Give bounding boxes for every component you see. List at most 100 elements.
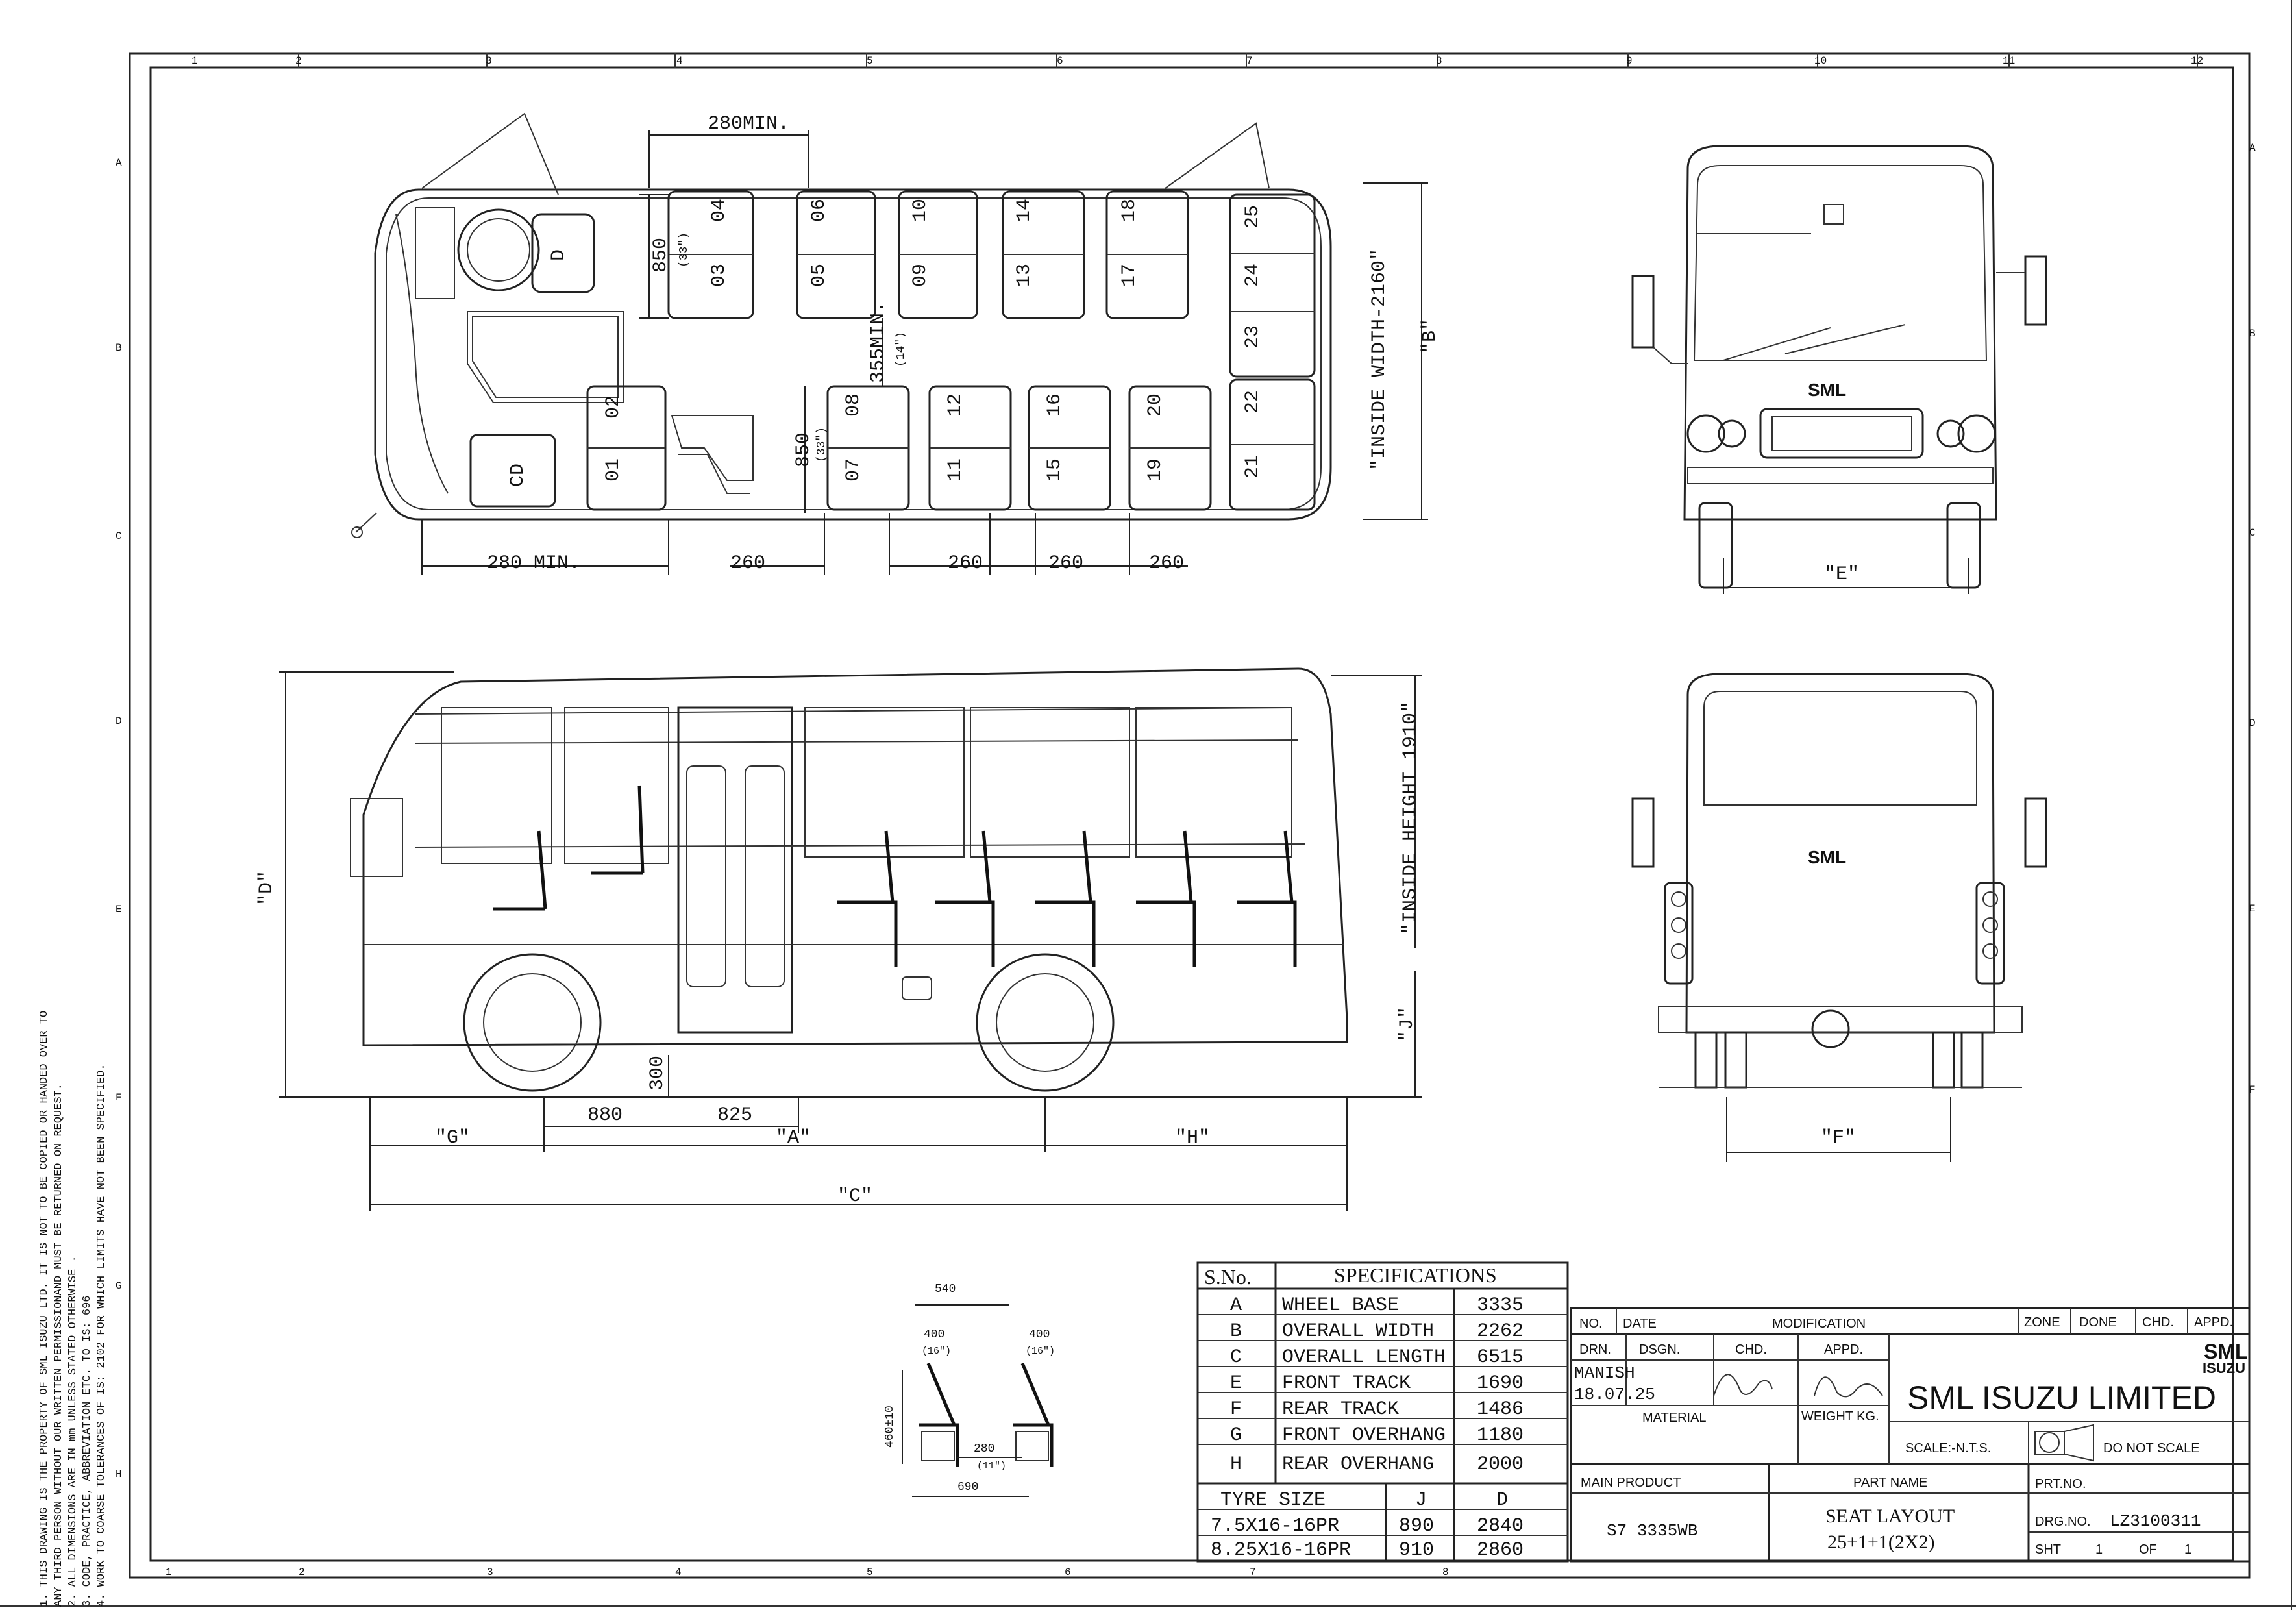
seat-number: 18 xyxy=(1118,199,1141,222)
tb-appd2: APPD. xyxy=(1824,1343,1863,1357)
tyre-size: 7.5X16-16PR xyxy=(1211,1515,1339,1537)
seat-number: 04 xyxy=(708,199,730,222)
drawing-notes: 1. THIS DRAWING IS THE PROPERTY OF SML I… xyxy=(38,971,116,1607)
dim-label: 460±10 xyxy=(883,1406,896,1448)
dim-label: (16") xyxy=(1026,1346,1055,1357)
tb-no: NO. xyxy=(1579,1317,1603,1331)
seat-number: 22 xyxy=(1242,390,1264,414)
front-view: SML xyxy=(1631,145,2047,594)
tb-main-product: MAIN PRODUCT xyxy=(1581,1476,1681,1490)
seat-number: 11 xyxy=(944,458,967,482)
seat-number: 02 xyxy=(602,395,624,419)
zone-letter: D xyxy=(2249,717,2256,729)
tyre-d: 2840 xyxy=(1477,1515,1524,1537)
zone-num: 7 xyxy=(1246,55,1253,67)
tb-part-name: PART NAME xyxy=(1853,1476,1927,1490)
tyre-j: 910 xyxy=(1399,1539,1434,1561)
spec-name: OVERALL WIDTH xyxy=(1282,1320,1434,1343)
spec-value: 1486 xyxy=(1477,1398,1524,1420)
zone-num: 9 xyxy=(1626,55,1633,67)
spec-name: REAR OVERHANG xyxy=(1282,1454,1434,1476)
dim-e-label: "E" xyxy=(1824,564,1859,586)
dim-label: 260 xyxy=(730,552,765,575)
tb-prt-no: PRT.NO. xyxy=(2035,1477,2086,1491)
dim-c-label: "C" xyxy=(837,1185,872,1208)
seats-bottom-row xyxy=(586,378,1316,511)
zone-num: 8 xyxy=(1442,1567,1449,1578)
tb-appd: APPD. xyxy=(2194,1315,2233,1330)
dim-f-label: "F" xyxy=(1821,1127,1856,1149)
zone-num: 1 xyxy=(166,1567,172,1578)
tyre-header: TYRE SIZE xyxy=(1220,1489,1326,1511)
zone-num: 1 xyxy=(191,55,198,67)
dim-d-label: "D" xyxy=(256,871,278,906)
seat-number: 19 xyxy=(1144,458,1167,482)
dim-label: 355MIN. xyxy=(867,301,889,383)
zone-letter: F xyxy=(116,1092,122,1104)
dim-label: 400 xyxy=(1029,1328,1050,1341)
tb-drn: DRN. xyxy=(1579,1343,1611,1357)
zone-num: 2 xyxy=(295,55,302,67)
zone-num: 6 xyxy=(1057,55,1063,67)
dim-label: (16") xyxy=(922,1346,951,1357)
dim-label: (14") xyxy=(895,332,907,367)
zone-letter: D xyxy=(116,715,122,727)
dim-label: 260 xyxy=(1149,552,1184,575)
top-zone-ticks xyxy=(298,53,2198,68)
tb-drn-name: MANISH xyxy=(1574,1363,1635,1383)
seat-number: 25 xyxy=(1242,205,1264,229)
dim-j-label: "J" xyxy=(1396,1007,1418,1042)
note-line: ANY THIRD PERSON WITHOUT OUR WRITTEN PER… xyxy=(53,1084,65,1607)
zone-letter: A xyxy=(2249,142,2256,154)
logo-sml: SML xyxy=(2204,1340,2248,1363)
tb-dsgn: DSGN. xyxy=(1639,1343,1680,1357)
tb-scale: SCALE:-N.T.S. xyxy=(1905,1441,1991,1455)
outer-border xyxy=(129,52,2251,1579)
zone-num: 6 xyxy=(1065,1567,1071,1578)
title-block xyxy=(1570,1307,2251,1563)
tb-sht-val: 1 xyxy=(2095,1542,2103,1557)
spec-name: OVERALL LENGTH xyxy=(1282,1346,1446,1368)
tb-material: MATERIAL xyxy=(1642,1411,1707,1425)
spec-code: G xyxy=(1230,1424,1242,1446)
seat-number: 06 xyxy=(808,199,830,222)
spec-code: B xyxy=(1230,1320,1242,1343)
zone-letter: C xyxy=(116,530,122,542)
seat-number: 21 xyxy=(1242,455,1264,478)
dim-label: 260 xyxy=(1048,552,1083,575)
zone-letter: B xyxy=(116,342,122,354)
zone-letter: G xyxy=(116,1280,122,1292)
tyre-j: 890 xyxy=(1399,1515,1434,1537)
driver-seat xyxy=(531,213,595,293)
zone-num: 2 xyxy=(299,1567,305,1578)
front-logo: SML xyxy=(1808,380,1846,400)
dim-label: 690 xyxy=(957,1481,978,1494)
spec-code: C xyxy=(1230,1346,1242,1368)
zone-num: 10 xyxy=(1814,55,1827,67)
zone-letter: F xyxy=(2249,1084,2256,1096)
spec-value: 2000 xyxy=(1477,1454,1524,1476)
side-view xyxy=(279,667,1422,1211)
dim-label: 850 xyxy=(650,238,672,273)
note-line: 4. WORK TO COARSE TOLERANCES OF IS: 2102… xyxy=(95,1063,108,1607)
plan-view: D CD xyxy=(374,112,1332,521)
dim-label: 280MIN. xyxy=(708,113,789,135)
seat-number: 08 xyxy=(843,393,865,417)
dim-g-label: "G" xyxy=(435,1127,470,1149)
dim-label: 880 xyxy=(587,1104,623,1126)
note-line: 3. CODE, PRACTICE, ABBREVIATION ETC. TO … xyxy=(81,1295,93,1607)
zone-letter: C xyxy=(2249,527,2256,539)
seat-detail xyxy=(902,1304,1054,1497)
rear-logo: SML xyxy=(1808,847,1846,867)
inner-border xyxy=(149,66,2234,1562)
tb-of: OF xyxy=(2139,1542,2157,1557)
tb-part-name-val2: 25+1+1(2X2) xyxy=(1827,1531,1934,1553)
zone-num: 11 xyxy=(2003,55,2015,67)
dim-h-label: "H" xyxy=(1175,1127,1210,1149)
dim-label: 825 xyxy=(717,1104,752,1126)
tb-of-val: 1 xyxy=(2184,1542,2191,1557)
zone-num: 5 xyxy=(867,1567,873,1578)
spec-code: F xyxy=(1230,1398,1242,1420)
spec-name: FRONT TRACK xyxy=(1282,1372,1411,1394)
